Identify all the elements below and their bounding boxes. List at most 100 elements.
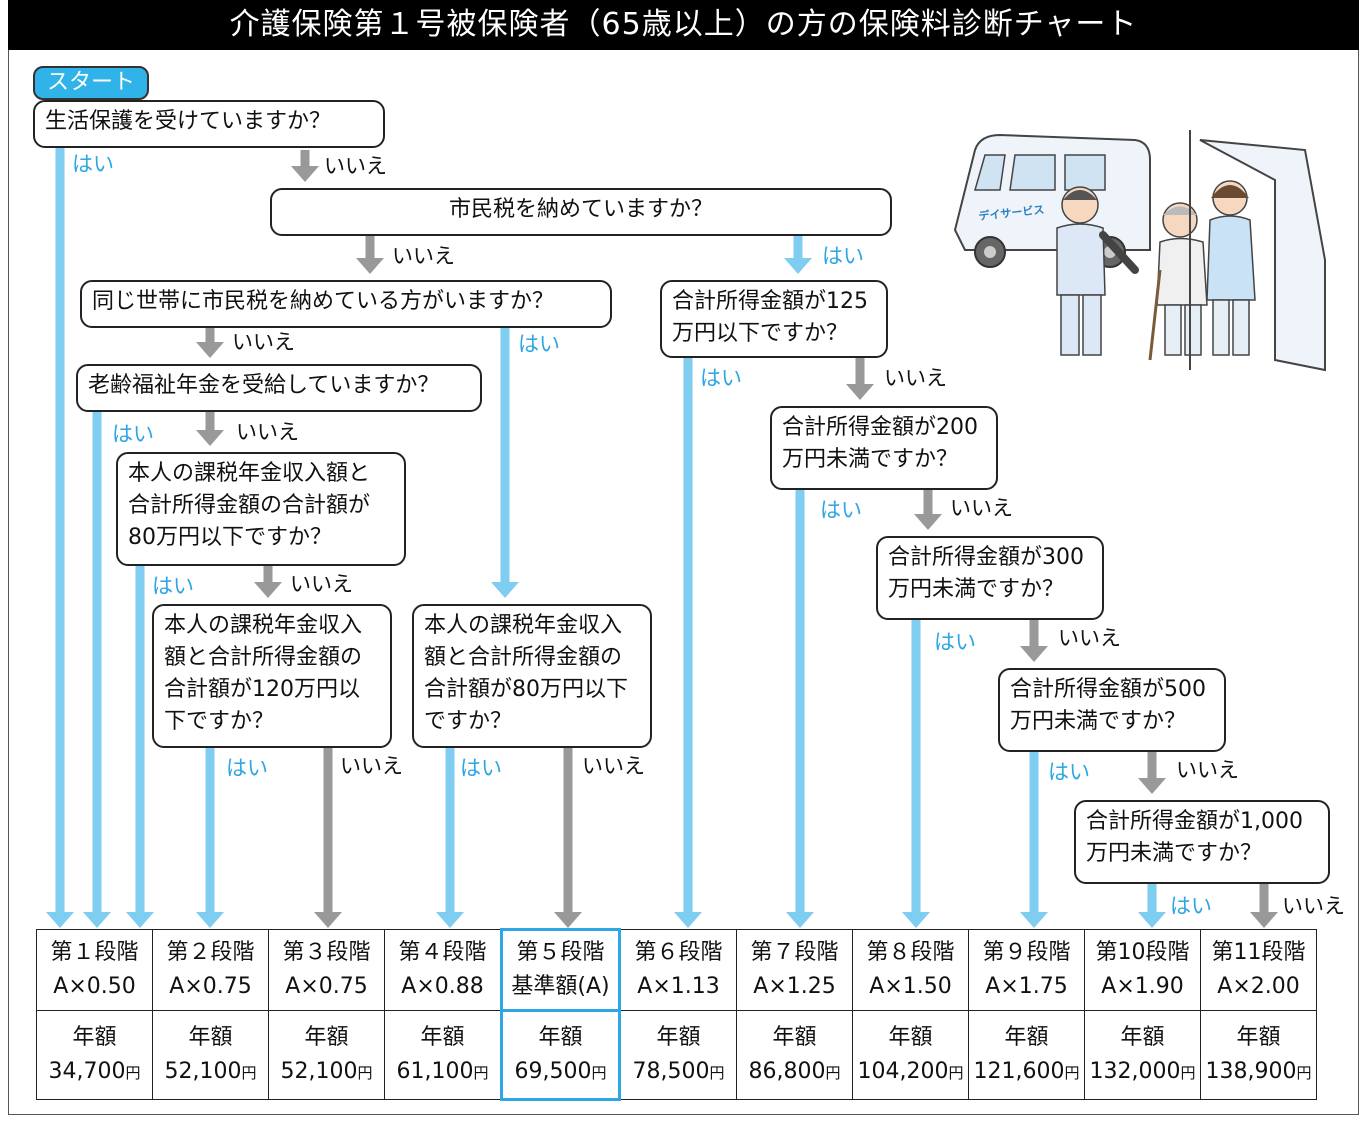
question-household-tax: 同じ世帯に市民税を納めている方がいますか？ (80, 280, 612, 328)
arrow-no-level-5 (554, 748, 582, 928)
yen-unit: 円 (473, 1063, 489, 1082)
question-municipal-tax: 市民税を納めていますか？ (270, 188, 892, 236)
annual-label: 年額 (304, 1024, 349, 1050)
arrow-yes-level-1c (126, 566, 154, 928)
van-icon: デイサービス (953, 133, 1151, 268)
elderly-person-icon (1148, 202, 1208, 361)
label-yes-3: はい (518, 332, 560, 356)
level-rate: 基準額(A) (511, 974, 610, 999)
level-rate: A×2.00 (1217, 974, 1300, 999)
yen-unit: 円 (709, 1063, 725, 1082)
level-name: 第３段階 (282, 940, 371, 965)
question-income-120: 本人の課税年金収入 額と合計所得金額の 合計額が120万円以 下ですか？ (152, 604, 392, 748)
yen-unit: 円 (241, 1063, 257, 1082)
door-icon (1189, 130, 1326, 372)
annual-label: 年額 (538, 1024, 583, 1050)
label-yes-5: はい (152, 574, 194, 598)
annual-label: 年額 (72, 1024, 117, 1050)
level-name: 第８段階 (866, 940, 955, 965)
arrow-yes-level-1 (46, 148, 74, 928)
yen-unit: 円 (1064, 1063, 1080, 1082)
annual-amount: 69,500円 (514, 1058, 607, 1084)
yen-unit: 円 (357, 1063, 373, 1082)
annual-amount: 61,100円 (396, 1058, 489, 1084)
level-name: 第２段階 (166, 940, 255, 965)
annual-amount: 138,900円 (1205, 1058, 1312, 1084)
arrow-yes-level-10 (1138, 884, 1166, 928)
annual-amount-cell: 年額 104,200円 (852, 1010, 969, 1100)
arrow-no-q3 (196, 328, 224, 358)
level-cell: 第８段階 A×1.50 (852, 929, 969, 1011)
label-no-1: いいえ (324, 154, 387, 178)
caregiver-woman-icon (1206, 180, 1256, 356)
arrow-yes-level-1b (83, 412, 111, 928)
annual-label: 年額 (888, 1024, 933, 1050)
label-no-2: いいえ (392, 244, 455, 268)
arrow-yes-level-8 (902, 620, 930, 928)
level-name: 第６段階 (634, 940, 723, 965)
label-yes-12: はい (1170, 894, 1212, 918)
arrow-no-q4 (196, 412, 224, 446)
arrow-yes-level-2 (196, 748, 224, 928)
annual-label: 年額 (188, 1024, 233, 1050)
yen-unit: 円 (125, 1063, 141, 1082)
yen-unit: 円 (1296, 1063, 1312, 1082)
level-rate: A×1.50 (869, 974, 952, 999)
level-name: 第４段階 (398, 940, 487, 965)
annual-label: 年額 (1236, 1024, 1281, 1050)
arrow-no-level-11 (1250, 884, 1278, 928)
label-no-7: いいえ (582, 754, 645, 778)
question-income-80: 本人の課税年金収入額と 合計所得金額の合計額が 80万円以下ですか？ (116, 452, 406, 566)
arrow-yes-level-6 (674, 358, 702, 928)
annual-amount-cell: 年額 69,500円 (500, 1009, 621, 1101)
arrow-no-level-3 (314, 748, 342, 928)
arrow-no-q11 (1138, 752, 1166, 794)
annual-amount: 104,200円 (857, 1058, 964, 1084)
annual-label: 年額 (1004, 1024, 1049, 1050)
annual-amount-cell: 年額 121,600円 (968, 1010, 1085, 1100)
chart-frame (8, 50, 1359, 1115)
level-rate: A×1.25 (753, 974, 836, 999)
question-income-500: 合計所得金額が500 万円未満ですか？ (998, 668, 1226, 752)
question-income-125: 合計所得金額が125 万円以下ですか？ (660, 280, 888, 358)
annual-label: 年額 (772, 1024, 817, 1050)
level-name: 第５段階 (516, 940, 605, 965)
arrow-no-q2 (356, 236, 384, 274)
annual-amount: 78,500円 (632, 1058, 725, 1084)
annual-label: 年額 (656, 1024, 701, 1050)
level-name: 第９段階 (982, 940, 1071, 965)
annual-amount: 52,100円 (280, 1058, 373, 1084)
arrow-yes-q3 (491, 328, 519, 598)
question-income-1000: 合計所得金額が1,000 万円未満ですか？ (1074, 800, 1330, 884)
label-no-5: いいえ (290, 572, 353, 596)
annual-amount: 34,700円 (48, 1058, 141, 1084)
question-income-200: 合計所得金額が200 万円未満ですか？ (770, 406, 998, 490)
arrow-no-q9 (914, 490, 942, 530)
arrow-yes-level-9 (1020, 752, 1048, 928)
annual-amount: 121,600円 (973, 1058, 1080, 1084)
level-rate: A×0.50 (53, 974, 136, 999)
label-no-6: いいえ (340, 754, 403, 778)
level-rate: A×1.90 (1101, 974, 1184, 999)
annual-amount-cell: 年額 138,900円 (1200, 1010, 1317, 1100)
arrow-no-q8 (846, 358, 874, 400)
annual-amount-cell: 年額 78,500円 (619, 1010, 737, 1100)
yen-unit: 円 (948, 1063, 964, 1082)
question-welfare: 生活保護を受けていますか？ (33, 100, 385, 148)
label-no-3: いいえ (232, 330, 295, 354)
annual-amount-cell: 年額 52,100円 (268, 1010, 385, 1100)
level-name: 第10段階 (1095, 940, 1190, 965)
annual-amount: 132,000円 (1089, 1058, 1196, 1084)
question-income-80-household: 本人の課税年金収入 額と合計所得金額の 合計額が80万円以下 ですか？ (412, 604, 652, 748)
arrow-no-q10 (1020, 620, 1048, 662)
